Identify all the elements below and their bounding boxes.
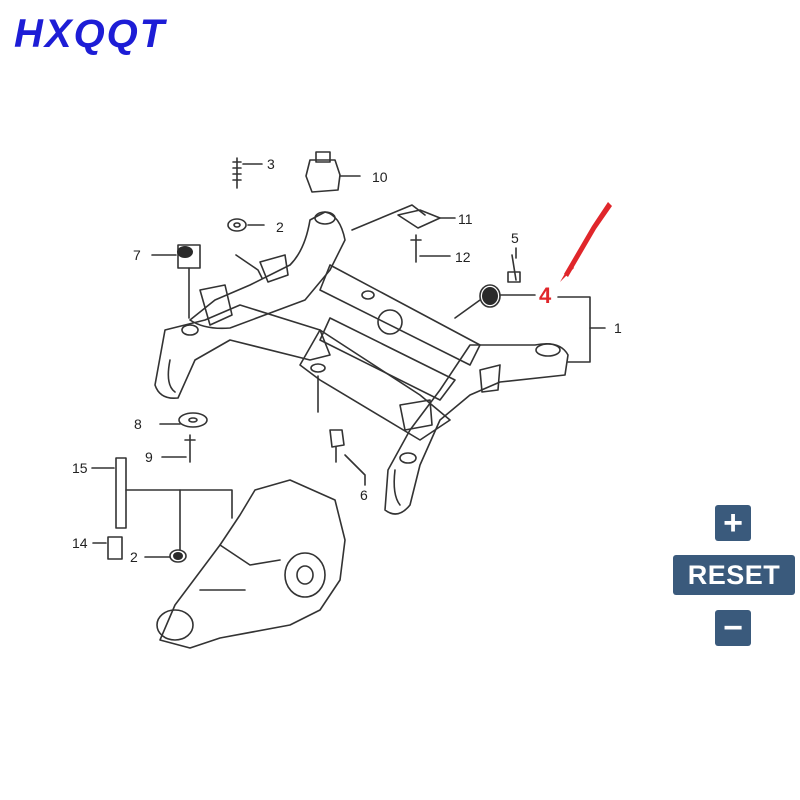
callout-labels: 3 10 2 11 12 5 4 1 7 8 9 6 15 14 2 [72,156,622,565]
callout-1: 1 [614,320,622,336]
subframe-front-beam [189,211,346,330]
callout-8: 8 [134,416,142,432]
part-4-bushing-icon [482,287,498,305]
callout-9: 9 [145,449,153,465]
callout-10: 10 [372,169,388,185]
callout-12: 12 [455,249,471,265]
callout-15: 15 [72,460,88,476]
callout-4: 4 [539,283,552,308]
zoom-out-button[interactable]: − [715,610,751,646]
callout-6: 6 [360,487,368,503]
callout-2a: 2 [276,219,284,235]
subframe-cross-member [319,264,481,366]
callout-14: 14 [72,535,88,551]
callout-7: 7 [133,247,141,263]
brand-logo: HXQQT [14,12,167,56]
callout-3: 3 [267,156,275,172]
callout-11: 11 [458,211,473,227]
callout-2b: 2 [130,549,138,565]
reset-button[interactable]: RESET [673,555,795,595]
subframe-center-rail [319,317,456,401]
zoom-in-button[interactable]: + [715,505,751,541]
subframe-left-arm [154,304,331,400]
subframe-rear-beam [299,329,451,441]
differential-housing [159,479,346,649]
callout-5: 5 [511,230,519,246]
highlight-arrow [560,202,612,282]
